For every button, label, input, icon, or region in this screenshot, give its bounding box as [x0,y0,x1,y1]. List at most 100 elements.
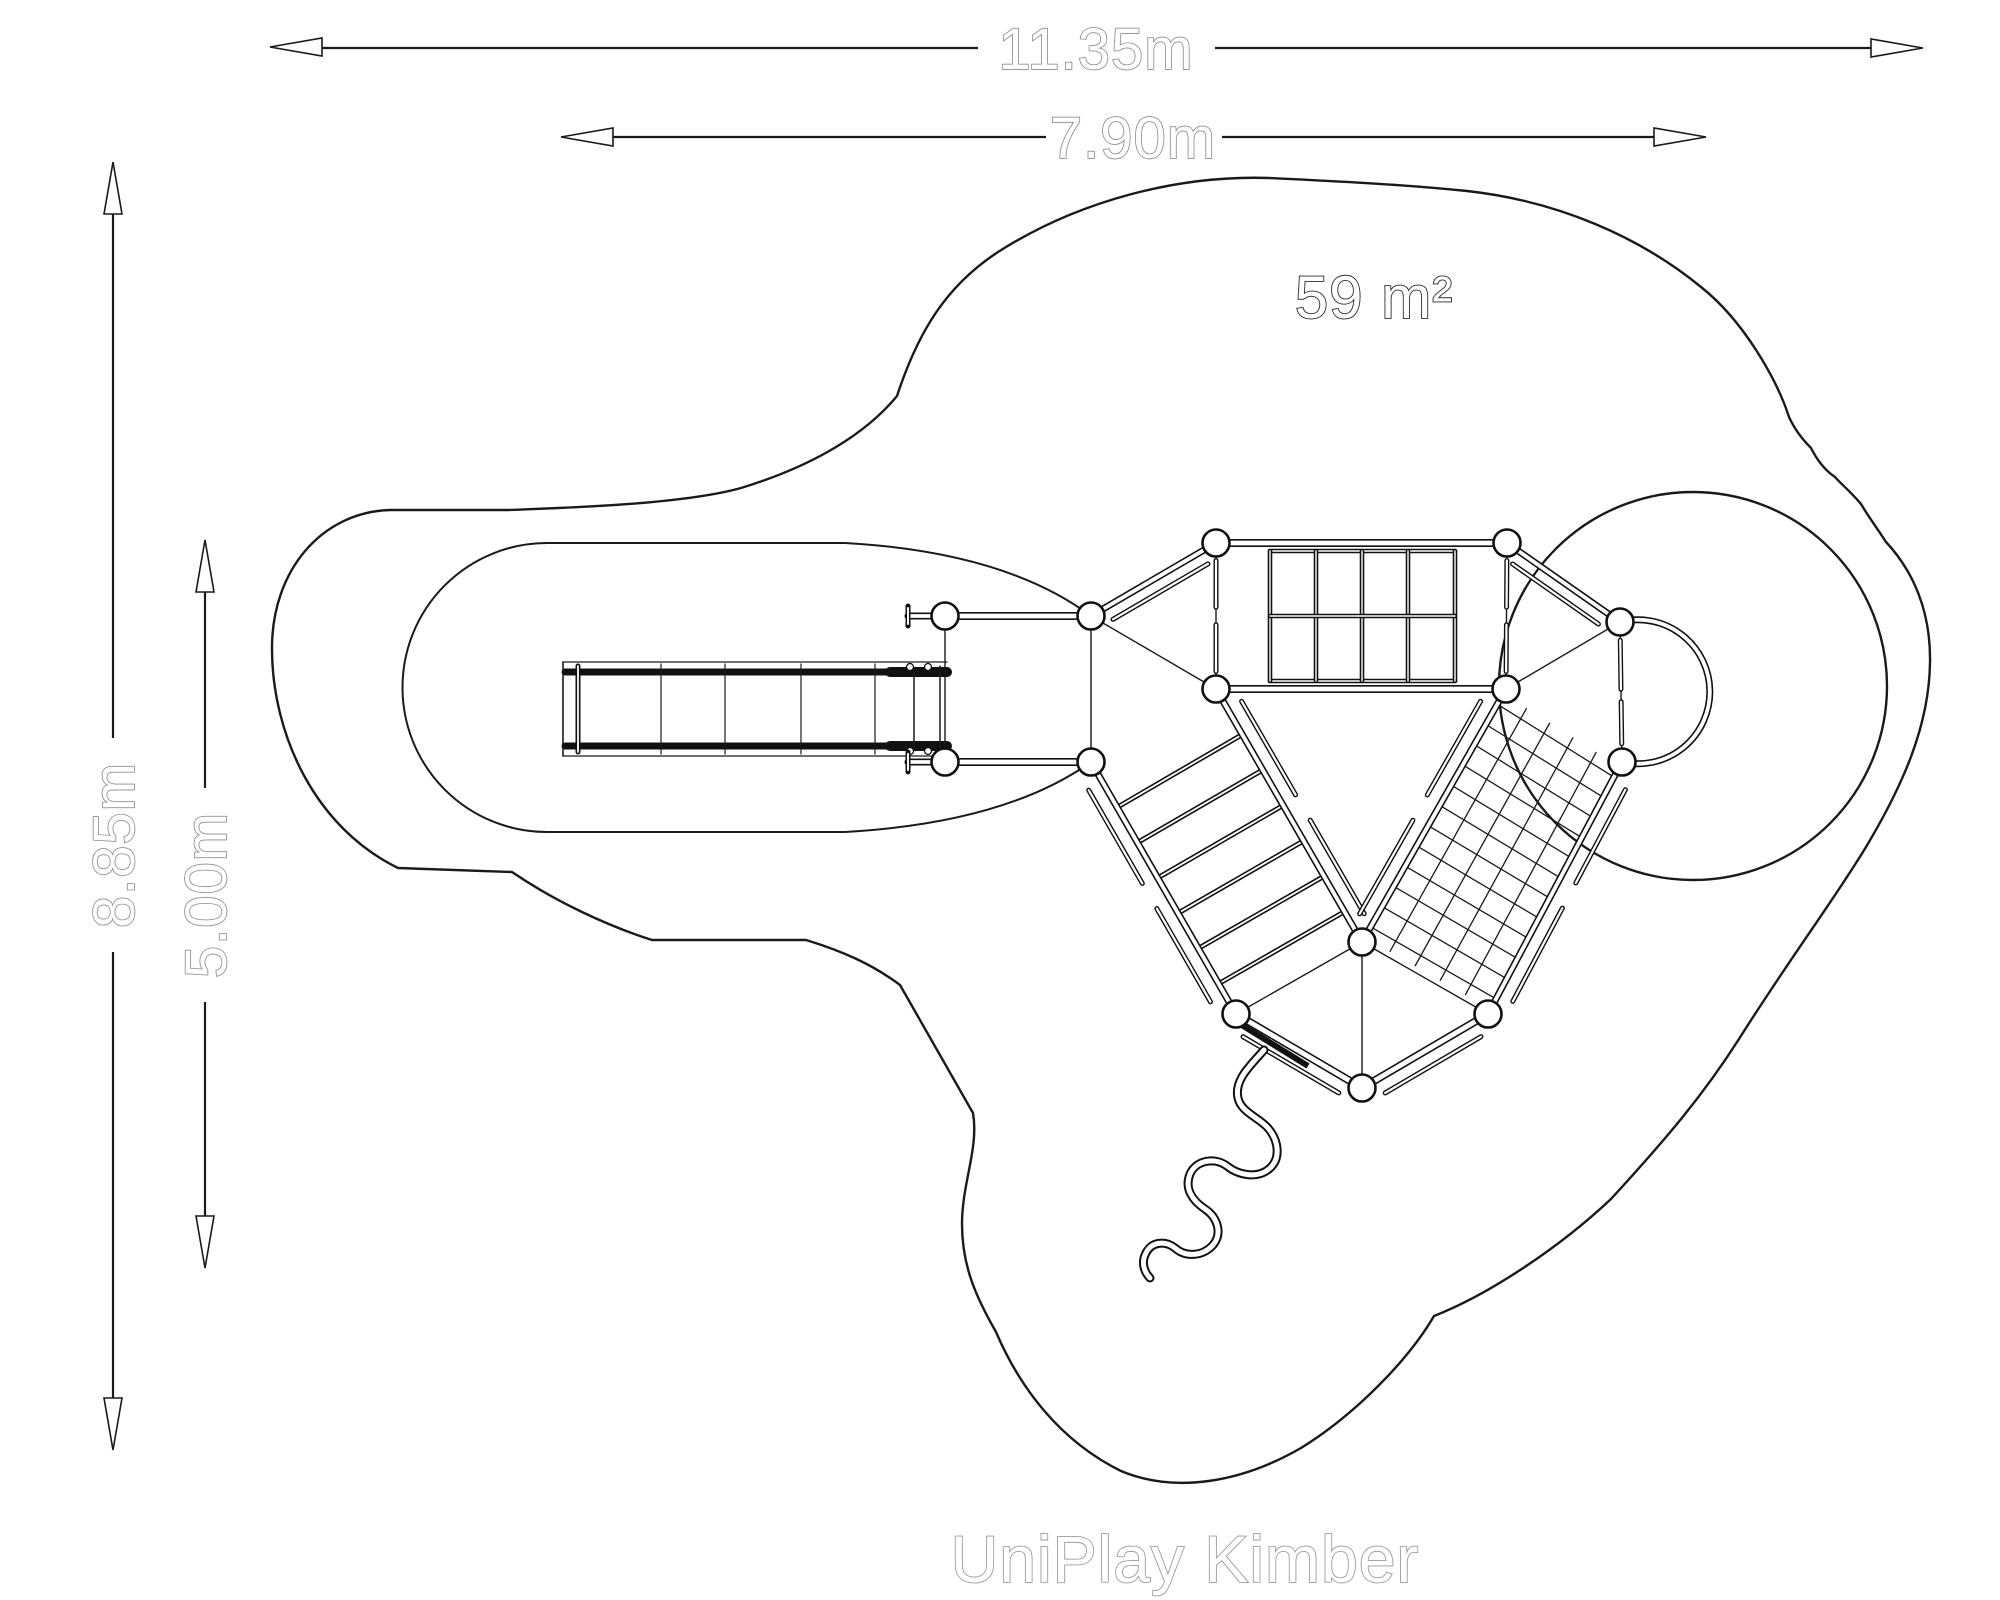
arrowhead-down-icon [103,1397,123,1451]
net-line [1476,745,1591,817]
net-line [1487,725,1602,797]
post [1607,747,1637,777]
post [1201,674,1231,704]
net-line [1439,737,1574,981]
arrowhead-right-icon [1870,38,1924,58]
snake-climber [1138,1021,1310,1283]
ladder-rung [1177,839,1305,915]
slide-fitting [923,662,933,672]
net-line [1464,765,1581,837]
dimension-label-inner-depth: 5.00m [174,812,239,978]
handrail-capsule [1619,639,1623,691]
post [1473,999,1503,1029]
dimension-label-total-depth: 8.85m [82,762,147,928]
support-posts [930,528,1637,1103]
ladder-rung [1116,733,1244,809]
slide-zone-arc-top [844,542,1092,617]
rail-tube [1505,541,1622,624]
arrowhead-right-icon [1653,127,1707,147]
handrail-capsule [1511,906,1564,1003]
handrail-capsule [1384,1035,1483,1095]
net-line [1499,704,1613,777]
dimension-overall-width [269,37,1924,58]
net-line [1395,887,1516,958]
ladder-rungs [1114,732,1347,987]
frame-thin-lines [944,542,1623,1089]
post [1347,927,1377,957]
ladder-rung [1136,769,1264,844]
post [930,747,960,777]
net-bridge-grid [1267,548,1458,684]
arrowhead-up-icon [195,539,215,593]
handrail-capsules [1086,558,1628,1096]
snake-mount-bar [1238,1021,1310,1069]
arrowhead-left-icon [269,37,323,57]
post [1221,999,1251,1029]
post [1492,528,1522,558]
ladder-rung [1197,875,1325,950]
rail-tube [1089,760,1238,1016]
post [1076,601,1106,631]
curved-climber-arc [1616,616,1714,768]
ladder-rung [1156,804,1285,879]
net-line [1464,751,1597,996]
net-line [1389,708,1528,952]
slide [561,661,952,757]
net-line [1407,866,1527,938]
handrail-capsule [1358,819,1415,915]
climbing-net [1372,704,1613,999]
rail-tube [1359,1011,1491,1091]
frame-line [1361,941,1489,1015]
safety-area-outline [270,176,1932,1485]
arrowhead-left-icon [560,127,614,147]
net-line [1414,722,1551,967]
net-line [1453,785,1570,857]
ladder-rung [1217,910,1346,985]
dimension-inner-width [560,127,1707,147]
rail-tube [1486,760,1624,1016]
slide-fitting [923,746,933,756]
dimension-total-depth [103,161,123,1451]
deck-rails [904,539,1626,1092]
product-title: UniPlay Kimber [951,1522,1420,1596]
arrowhead-up-icon [103,161,123,215]
handrail-capsule [1155,907,1212,1003]
post [1605,607,1635,637]
dimension-label-total-width: 11.35m [998,17,1193,82]
post [930,601,960,631]
net-line [1441,806,1559,878]
handrail-capsule [1620,700,1623,745]
handrail-capsule [1111,562,1210,621]
rail-tube [1214,687,1364,944]
net-line [1418,846,1538,918]
slide-zone-arc-bottom [844,761,1092,833]
safety-circle [1497,490,1889,882]
slide-zone-stadium [401,542,845,833]
post [1076,747,1106,777]
handrail-capsule [1574,788,1627,885]
post [1347,1073,1377,1103]
slide-zone-outline [401,542,1092,833]
handrail-capsule [1426,700,1482,797]
slide-fitting [905,662,915,672]
frame-line [1090,615,1217,690]
dimension-inner-depth [195,539,215,1269]
net-line [1372,927,1495,999]
arrowhead-down-icon [195,1215,215,1269]
net-line [1430,826,1548,898]
handrail-capsule [1511,562,1600,626]
area-label: 59 m² [1295,264,1453,331]
frame-line [1235,941,1363,1015]
rail-tube [1360,687,1508,944]
frame-line [1505,621,1621,690]
handrail-capsule [1087,789,1144,885]
post [1491,674,1521,704]
post [1201,528,1231,558]
dimension-label-inner-width: 7.90m [1050,106,1216,171]
rail-tube [1089,541,1218,618]
handrail-capsule [1240,700,1297,796]
handrail-capsule [1241,1035,1340,1095]
net-line [1384,907,1505,978]
